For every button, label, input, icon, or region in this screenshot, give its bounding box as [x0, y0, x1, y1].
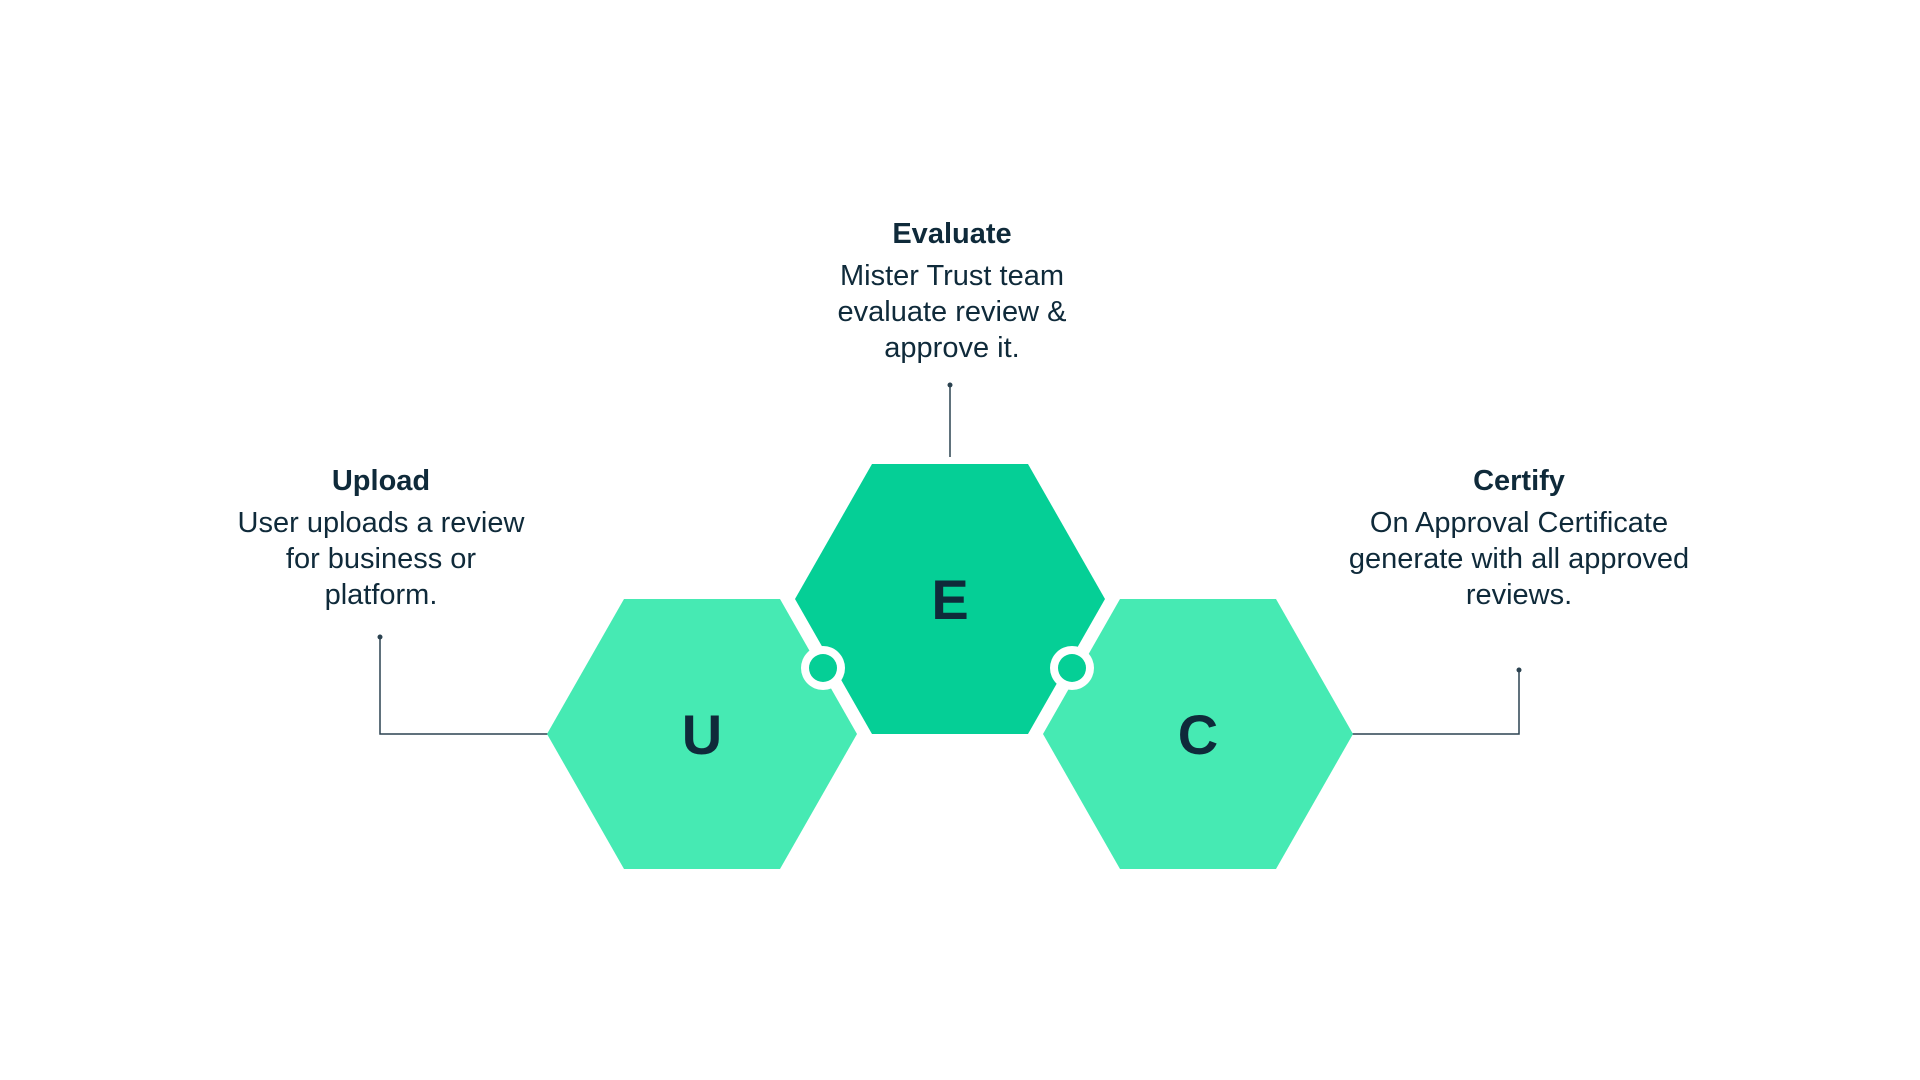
hexagon-letter-evaluate: E: [931, 568, 968, 631]
connector-certify: [1352, 667, 1522, 735]
desc-line: for business or: [285, 543, 477, 575]
step-title-upload: Upload: [331, 465, 431, 497]
desc-line: reviews.: [1465, 579, 1573, 611]
step-description-certify: On Approval Certificate generate with al…: [1309, 505, 1729, 613]
link-ring-left: [801, 646, 845, 690]
hexagon-evaluate: [795, 464, 1105, 734]
hexagon-letter-upload: U: [682, 703, 722, 766]
connector-upload: [377, 634, 549, 735]
step-description-upload: User uploads a review for business or pl…: [171, 505, 591, 613]
desc-line: generate with all approved: [1348, 543, 1690, 575]
hexagon-certify: [1043, 599, 1353, 869]
step-upload: Upload User uploads a review for busines…: [171, 463, 591, 613]
desc-line: Mister Trust team: [840, 260, 1064, 292]
desc-line: User uploads a review: [237, 507, 525, 539]
step-certify: Certify On Approval Certificate generate…: [1309, 463, 1729, 613]
step-description-evaluate: Mister Trust team evaluate review & appr…: [742, 258, 1162, 366]
desc-line: On Approval Certificate: [1369, 507, 1669, 539]
desc-line: evaluate review &: [837, 296, 1067, 328]
hexagon-upload: [547, 599, 857, 869]
connector-evaluate: [947, 382, 953, 466]
desc-line: approve it.: [884, 332, 1020, 364]
step-evaluate: Evaluate Mister Trust team evaluate revi…: [742, 216, 1162, 366]
desc-line: platform.: [324, 579, 438, 611]
step-title-certify: Certify: [1473, 465, 1565, 497]
hexagon-letter-certify: C: [1178, 703, 1218, 766]
step-title-evaluate: Evaluate: [892, 218, 1012, 250]
link-ring-right: [1050, 646, 1094, 690]
